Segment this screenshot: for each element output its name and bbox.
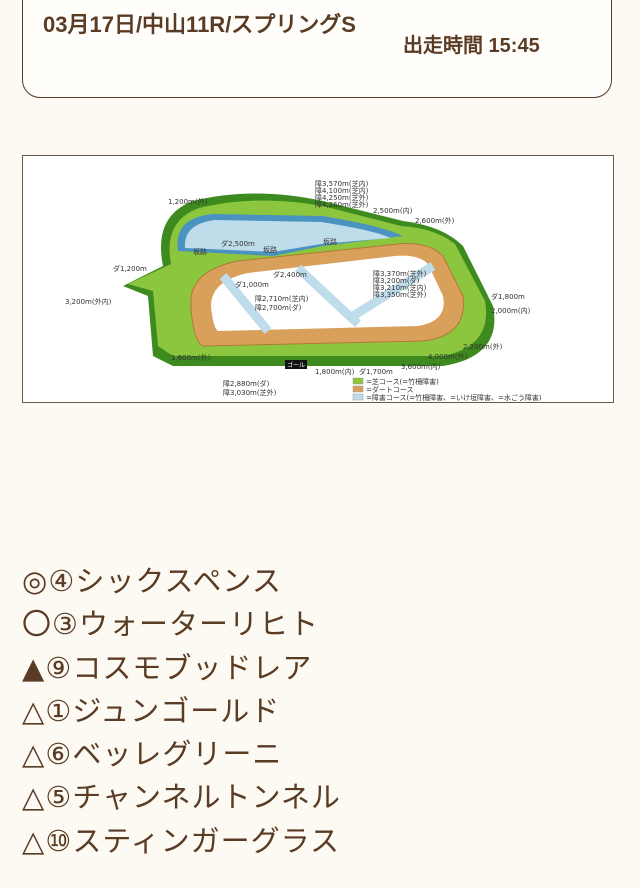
race-header-card: 03月17日/中山11R/スプリングS 出走時間 15:45 <box>22 0 612 98</box>
map-label: 1,200m(外) <box>168 197 208 206</box>
map-label: 3,200m(外内) <box>65 297 112 306</box>
map-label: ダ2,500m <box>221 239 255 248</box>
map-label: 2,200m(外) <box>463 342 503 351</box>
mark-tanana: ▲ <box>22 650 46 685</box>
horse-number: ③ <box>52 607 80 642</box>
prediction-item: ▲⑨コスモブッドレア <box>22 647 341 690</box>
horse-name: ジュンゴールド <box>72 693 281 728</box>
map-label: 2,000m(内) <box>491 306 531 315</box>
map-label: ダ1,700m <box>359 367 393 376</box>
goal-label: ゴール <box>287 361 305 369</box>
map-label: 坂路 <box>193 247 207 256</box>
map-label: 障2,700m(ダ) <box>255 303 302 312</box>
map-label: 障2,880m(ダ) <box>223 379 270 388</box>
mark-renka: △ <box>22 737 46 772</box>
horse-name: コスモブッドレア <box>72 650 313 685</box>
start-time: 出走時間 15:45 <box>403 35 540 57</box>
prediction-item: △⑥ベッレグリーニ <box>22 733 341 776</box>
map-label: 3,600m(内) <box>401 362 441 371</box>
map-label: 障2,710m(芝内) <box>255 294 309 303</box>
prediction-item: △⑩スティンガーグラス <box>22 820 341 863</box>
horse-number: ⑥ <box>45 737 73 772</box>
map-label: 障3,350m(芝外) <box>373 290 427 299</box>
map-label: 坂路 <box>263 245 277 254</box>
course-map: ゴール 1,200m(外) 障3,570m(芝内) 障4,100m(芝内) 障4… <box>22 155 614 403</box>
mark-taikou: 〇 <box>22 607 53 642</box>
map-label: 2,600m(外) <box>415 216 455 225</box>
map-label: 障3,210m(芝内) <box>373 283 427 292</box>
map-label: 障4,250m(芝外) <box>315 193 369 202</box>
map-label: 1,600m(外) <box>171 353 211 362</box>
horse-name: スティンガーグラス <box>72 823 340 858</box>
horse-number: ⑤ <box>45 780 73 815</box>
map-label: 2,500m(内) <box>373 206 413 215</box>
legend-turf: =芝コース(=竹柵障害) <box>366 377 439 386</box>
map-label: 障4,260m(芝外) <box>315 200 369 209</box>
horse-name: ウォーターリヒト <box>79 607 320 642</box>
mark-renka: △ <box>22 780 46 815</box>
map-label: ダ1,200m <box>113 264 147 273</box>
prediction-item: △①ジュンゴールド <box>22 690 341 733</box>
horse-number: ④ <box>48 564 76 598</box>
prediction-list: ◎④シックスペンス 〇③ウォーターリヒト ▲⑨コスモブッドレア △①ジュンゴール… <box>22 560 341 863</box>
horse-name: シックスペンス <box>75 564 282 598</box>
legend-dirt: =ダートコース <box>366 385 414 394</box>
horse-name: チャンネルトンネル <box>72 780 341 815</box>
map-label: 障3,030m(芝外) <box>223 388 277 397</box>
map-label: 障3,370m(芝外) <box>373 269 427 278</box>
horse-number: ⑨ <box>45 650 73 685</box>
horse-number: ⑩ <box>45 823 73 858</box>
prediction-item: △⑤チャンネルトンネル <box>22 776 341 819</box>
map-label: 障4,100m(芝内) <box>315 186 369 195</box>
race-title: 03月17日/中山11R/スプリングS <box>43 12 356 37</box>
map-label: ダ2,400m <box>273 270 307 279</box>
map-label: 4,000m(外) <box>428 352 468 361</box>
prediction-item: ◎④シックスペンス <box>22 560 341 603</box>
map-label: ダ1,800m <box>491 292 525 301</box>
prediction-item: 〇③ウォーターリヒト <box>22 603 341 646</box>
map-label: 障3,570m(芝内) <box>315 179 369 188</box>
map-label: ダ1,000m <box>235 280 269 289</box>
mark-honmei: ◎ <box>22 564 49 598</box>
legend-hurdle: =障害コース(=竹柵障害、=いけ垣障害、=水ごう障害) <box>366 393 542 401</box>
horse-number: ① <box>45 693 73 728</box>
horse-name: ベッレグリーニ <box>72 737 283 772</box>
mark-renka: △ <box>22 693 46 728</box>
map-label: 1,800m(内) <box>315 367 355 376</box>
map-label: 障3,200m(ダ) <box>373 276 420 285</box>
mark-renka: △ <box>22 823 46 858</box>
map-label: 坂路 <box>323 237 337 246</box>
